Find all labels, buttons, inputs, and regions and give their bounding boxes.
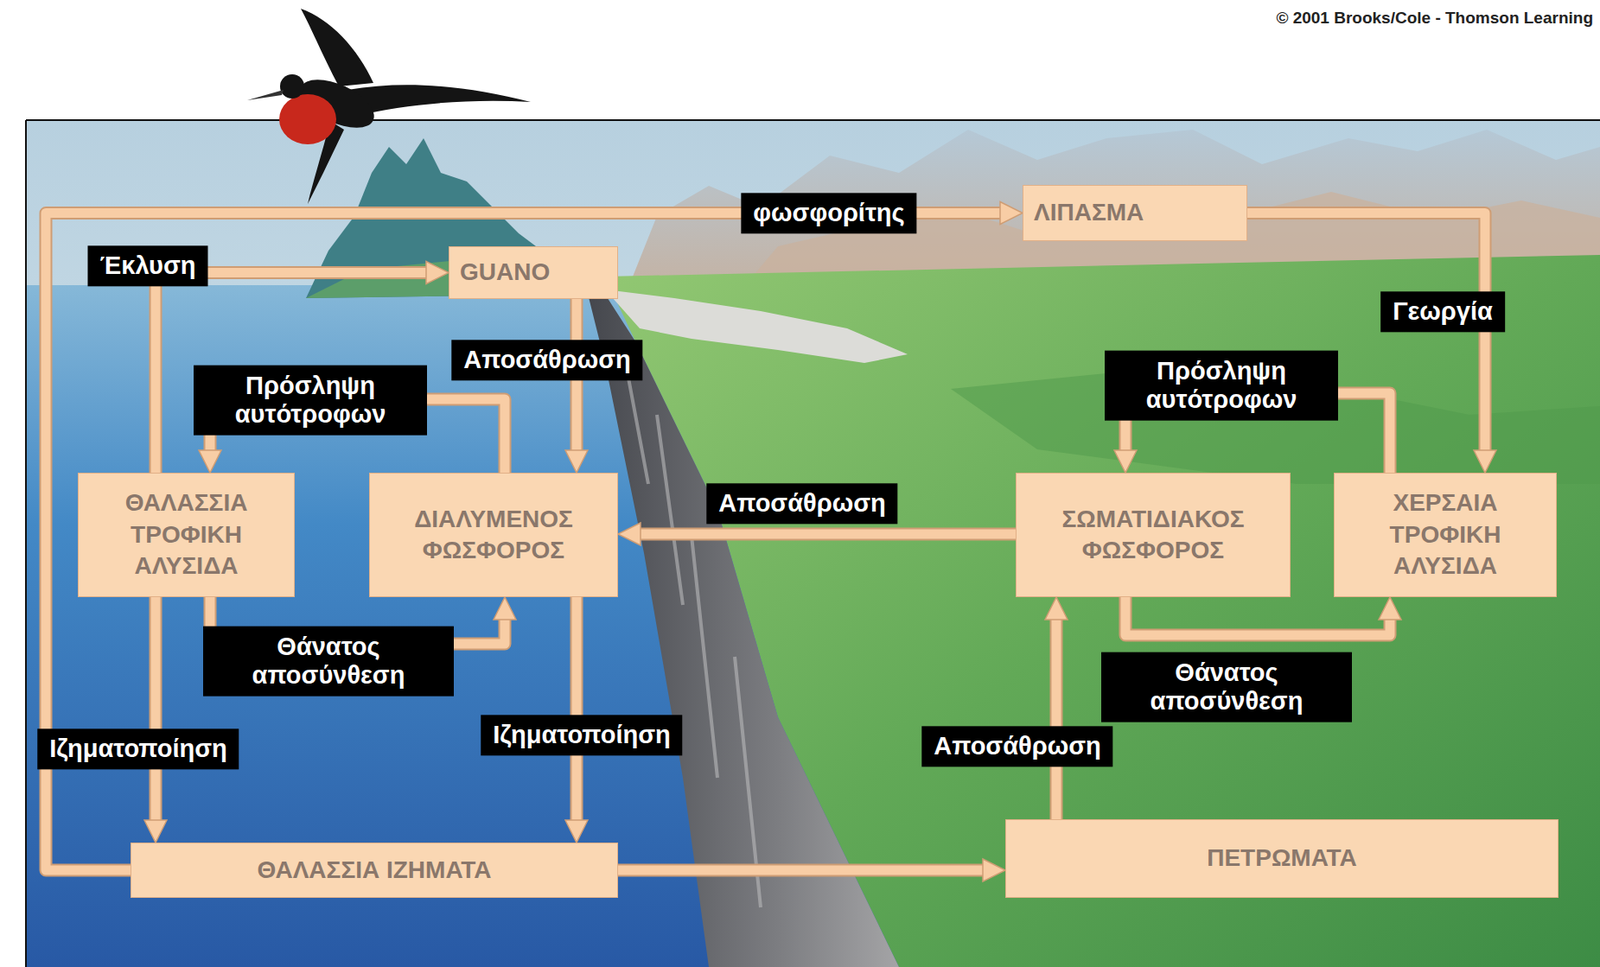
flow-arrow	[618, 870, 990, 872]
sky	[25, 120, 1600, 967]
cycle-box: ΠΕΤΡΩΜΑΤΑ	[1005, 819, 1559, 899]
flow-arrow	[1247, 213, 1486, 459]
flow-arrow-body	[155, 273, 434, 474]
bird-wing	[347, 84, 531, 116]
process-label: Πρόσληψη αυτότροφων	[1104, 350, 1339, 421]
compartment-name: ΔΙΑΛΥΜΕΝΟΣ ΦΩΣΦΟΡΟΣ	[380, 503, 607, 568]
flow-arrow-outline	[1247, 213, 1486, 459]
cycle-box: ΧΕΡΣΑΙΑ ΤΡΟΦΙΚΗ ΑΛΥΣΙΔΑ	[1333, 472, 1557, 598]
process-label: Αποσάθρωση	[706, 483, 898, 524]
process-label: Αποσάθρωση	[921, 726, 1113, 767]
cycle-box: ΘΑΛΑΣΣΙΑ ΙΖΗΜΑΤΑ	[130, 842, 619, 899]
compartment-name: ΘΑΛΑΣΣΙΑ ΤΡΟΦΙΚΗ ΑΛΥΣΙΔΑ	[89, 487, 284, 582]
flow-arrow	[45, 213, 1008, 872]
process-label: Αποσάθρωση	[451, 339, 643, 381]
process-label: Θάνατος αποσύνθεση	[203, 626, 454, 697]
cycle-box: ΣΩΜΑΤΙΔΙΑΚΟΣ ΦΩΣΦΟΡΟΣ	[1015, 472, 1291, 598]
flow-arrow-body	[1247, 213, 1486, 459]
flow-arrow-outline	[149, 597, 163, 828]
bird-pouch	[279, 94, 337, 145]
flow-arrow-body	[618, 866, 990, 876]
flow-arrow-body	[1051, 612, 1062, 820]
compartment-name: ΠΕΤΡΩΜΑΤΑ	[1016, 842, 1548, 874]
flow-arrow	[1056, 612, 1058, 820]
compartment-name: ΣΩΜΑΤΙΔΙΑΚΟΣ ΦΩΣΦΟΡΟΣ	[1026, 503, 1280, 568]
flow-arrow	[576, 597, 578, 828]
flow-arrow-outline	[1050, 612, 1064, 820]
flow-arrow-body	[45, 213, 1008, 872]
cycle-box: ΘΑΛΑΣΣΙΑ ΤΡΟΦΙΚΗ ΑΛΥΣΙΔΑ	[77, 472, 295, 598]
flow-arrow	[1125, 597, 1390, 636]
compartment-name: ΛΙΠΑΣΜΑ	[1033, 197, 1237, 229]
flow-arrow	[155, 273, 434, 474]
flow-arrow-body	[633, 529, 1016, 540]
flow-arrow	[633, 534, 1016, 536]
process-label: Ιζηματοποίηση	[480, 714, 683, 756]
flow-arrow-body	[572, 597, 582, 828]
process-label: Θάνατος αποσύνθεση	[1101, 652, 1352, 723]
land	[605, 254, 1600, 967]
flow-arrow-outline	[570, 597, 584, 828]
bird-beak	[247, 89, 284, 101]
flow-arrow-outline	[633, 528, 1016, 542]
flow-arrow-outline	[155, 273, 434, 474]
process-label: Ιζηματοποίηση	[37, 728, 239, 770]
copyright-note: © 2001 Brooks/Cole - Thomson Learning	[1275, 8, 1594, 28]
process-label: φωσφορίτης	[740, 192, 917, 234]
flow-arrow-outline	[618, 864, 990, 878]
process-label: Γεωργία	[1380, 291, 1505, 332]
cycle-box: ΛΙΠΑΣΜΑ	[1022, 184, 1248, 242]
bird-wing	[300, 8, 374, 87]
white-cliff	[605, 289, 908, 364]
compartment-name: ΘΑΛΑΣΣΙΑ ΙΖΗΜΑΤΑ	[141, 854, 607, 887]
flow-arrow	[155, 597, 157, 828]
flow-arrow-outline	[1125, 597, 1390, 636]
frame-line	[25, 120, 27, 967]
cliff-streaks	[622, 345, 761, 908]
flow-arrow-body	[151, 597, 161, 828]
frigatebird	[247, 8, 531, 204]
frame-line	[25, 119, 1600, 122]
process-label: Έκλυση	[87, 245, 208, 287]
bird-head	[280, 74, 305, 99]
cycle-box: GUANO	[448, 246, 619, 300]
cycle-box: ΔΙΑΛΥΜΕΝΟΣ ΦΩΣΦΟΡΟΣ	[369, 472, 619, 598]
flow-arrow-body	[1125, 597, 1390, 636]
compartment-name: ΧΕΡΣΑΙΑ ΤΡΟΦΙΚΗ ΑΛΥΣΙΔΑ	[1345, 487, 1546, 582]
flow-arrow-outline	[45, 213, 1008, 872]
process-label: Πρόσληψη αυτότροφων	[193, 365, 428, 436]
compartment-name: GUANO	[459, 256, 607, 288]
